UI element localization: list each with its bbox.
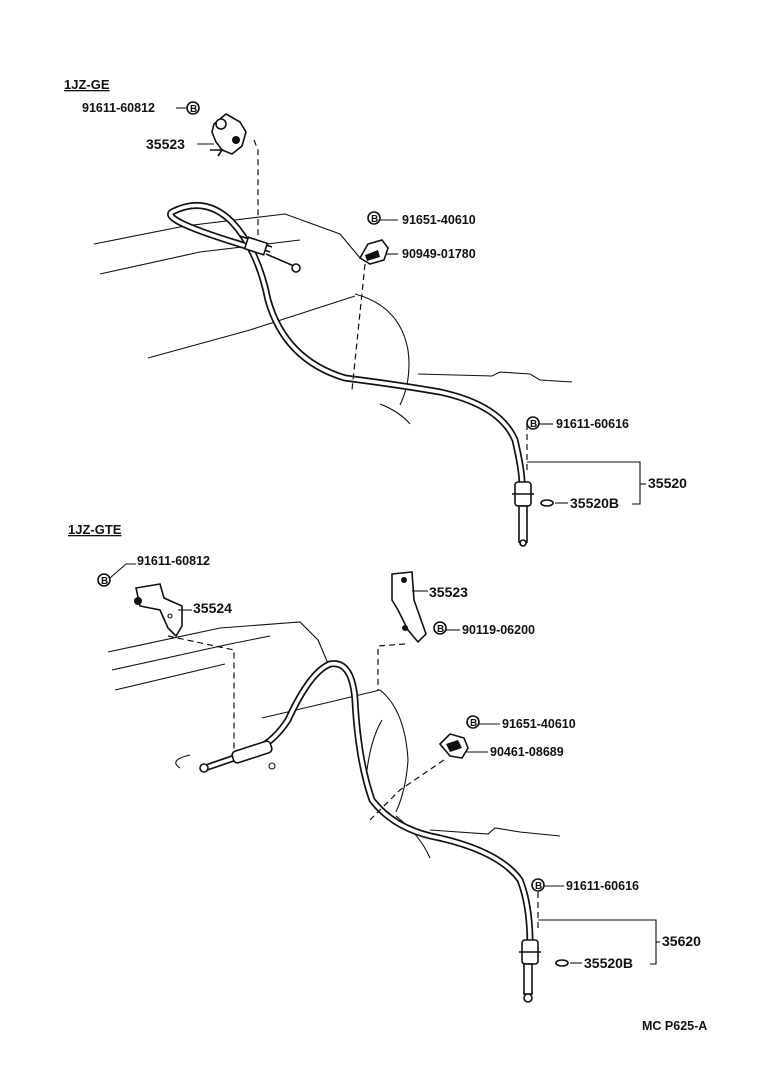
label-bracket-35523: 35523 — [429, 584, 468, 600]
transmission-outline — [107, 621, 561, 859]
labels-1jz-ge: 91611-60812 B 35523 B 91651-40610 90949-… — [82, 101, 687, 511]
clamp-90461-08689 — [438, 733, 469, 759]
section-title: 1JZ-GE — [64, 77, 110, 92]
b-badge-letter: B — [535, 881, 542, 892]
label-oring-35520B: 35520B — [570, 495, 619, 511]
clamp-90949-01780 — [358, 239, 389, 265]
b-badge-letter: B — [530, 419, 537, 430]
label-bolt-91611-60812: 91611-60812 — [82, 101, 155, 115]
section-1jz-gte: 1JZ-GTE — [68, 522, 701, 1003]
b-badge-letter: B — [101, 576, 108, 587]
label-bolt-91651-40610: 91651-40610 — [502, 717, 576, 731]
bracket-35523 — [391, 571, 427, 644]
label-bolt-91611-60616: 91611-60616 — [566, 879, 639, 893]
b-badge-icon — [526, 416, 540, 430]
section-title: 1JZ-GTE — [68, 522, 122, 537]
label-bolt-91651-40610: 91651-40610 — [402, 213, 476, 227]
b-badge-letter: B — [190, 104, 197, 115]
label-bracket-35523: 35523 — [146, 136, 185, 152]
b-badge-letter: B — [437, 624, 444, 635]
b-badge-icon — [433, 621, 447, 635]
bracket-35524 — [134, 583, 183, 638]
b-badge-icon — [367, 211, 381, 225]
b-badge-icon — [531, 878, 545, 892]
shift-cable — [199, 660, 541, 1003]
label-clamp-90461-08689: 90461-08689 — [490, 745, 564, 759]
bracket-35523 — [210, 113, 247, 157]
oring-icon — [540, 499, 554, 507]
b-badge-letter: B — [470, 718, 477, 729]
label-clamp-90949-01780: 90949-01780 — [402, 247, 476, 261]
label-bolt-90119-06200: 90119-06200 — [462, 623, 535, 637]
section-1jz-ge: 1JZ-GE — [64, 77, 687, 547]
shift-cable — [167, 202, 534, 547]
b-badge-letter: B — [371, 214, 378, 225]
catalog-code: MC P625-A — [642, 1019, 707, 1033]
b-badge-icon — [97, 573, 111, 587]
transmission-outline — [93, 213, 573, 425]
label-bracket-35524: 35524 — [193, 600, 232, 616]
b-badge-icon — [466, 715, 480, 729]
label-oring-35520B: 35520B — [584, 955, 633, 971]
label-bolt-91611-60812: 91611-60812 — [137, 554, 210, 568]
b-badge-icon — [186, 101, 200, 115]
oring-icon — [555, 959, 569, 967]
label-cable-35520: 35520 — [648, 475, 687, 491]
label-cable-35620: 35620 — [662, 933, 701, 949]
label-bolt-91611-60616: 91611-60616 — [556, 417, 629, 431]
labels-1jz-gte: B 91611-60812 35524 35523 B 90119-06200 … — [97, 554, 701, 971]
